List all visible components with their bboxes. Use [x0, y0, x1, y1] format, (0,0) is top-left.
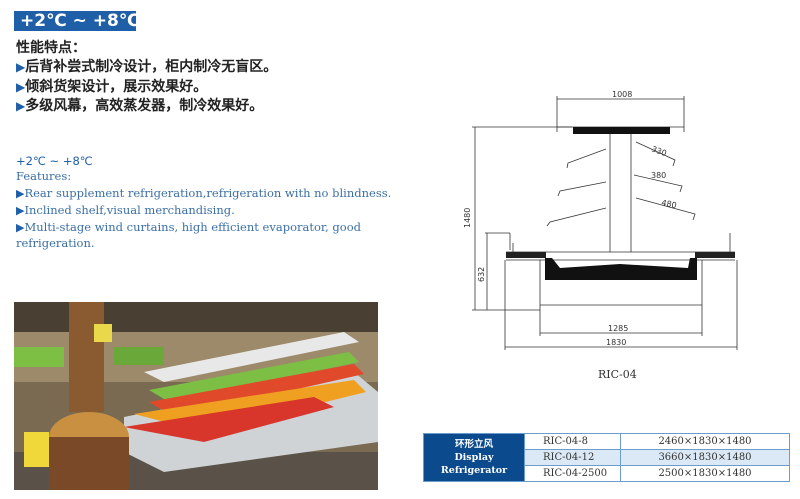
- feature-text: Multi-stage wind curtains, high efficien…: [24, 220, 362, 234]
- table-head: 环形立风 Display Refrigerator: [423, 433, 525, 482]
- dim-shelf1: 330: [650, 144, 667, 158]
- feature-text: 后背补尝式制冷设计，柜内制冷无盲区。: [25, 59, 278, 75]
- bullet-icon: ▶: [16, 60, 26, 74]
- dim-shelf3: 480: [661, 198, 678, 210]
- spec-table: 环形立风 Display Refrigerator RIC-04-8 2460×1…: [423, 433, 790, 482]
- table-row: 环形立风 Display Refrigerator RIC-04-8 2460×1…: [423, 433, 790, 482]
- bullet-icon: ▶: [16, 80, 26, 94]
- bullet-icon: ▶: [16, 204, 25, 217]
- bullet-icon: ▶: [16, 99, 26, 113]
- feature-en-3: ▶Multi-stage wind curtains, high efficie…: [16, 220, 361, 234]
- dim-width: 1830: [606, 338, 626, 347]
- dim-height: 1480: [463, 208, 472, 228]
- dim-base-height: 632: [477, 267, 486, 282]
- model-caption: RIC-04: [598, 368, 637, 381]
- feature-en-2: ▶Inclined shelf,visual merchandising.: [16, 203, 235, 217]
- model-cell: RIC-04-2500: [524, 465, 621, 482]
- table-row: RIC-04-12 3660×1830×1480: [424, 449, 790, 466]
- model-cell: RIC-04-8: [524, 433, 621, 450]
- dim-inner: 1285: [608, 324, 628, 333]
- dim-shelf2: 380: [651, 171, 666, 180]
- feature-text: 倾斜货架设计，展示效果好。: [25, 79, 208, 95]
- feature-en-3-cont: refrigeration.: [16, 236, 95, 250]
- model-cell: RIC-04-12: [524, 449, 621, 466]
- features-title-cn: 性能特点：: [16, 40, 86, 56]
- display-tub: [545, 258, 697, 280]
- temperature-en: +2℃ ~ +8℃: [16, 154, 93, 168]
- head-cn: 环形立风: [454, 439, 493, 450]
- feature-text: 多级风幕，高效蒸发器，制冷效果好。: [25, 98, 264, 114]
- feature-text: Inclined shelf,visual merchandising.: [24, 203, 235, 217]
- dim-top: 1008: [612, 90, 632, 99]
- bullet-icon: ▶: [16, 187, 25, 200]
- feature-text: Rear supplement refrigeration,refrigerat…: [24, 186, 392, 200]
- features-title-en: Features:: [16, 169, 72, 183]
- table-row: RIC-04-2500 2500×1830×1480: [424, 465, 790, 482]
- feature-cn-2: ▶倾斜货架设计，展示效果好。: [16, 76, 207, 96]
- feature-cn-1: ▶后背补尝式制冷设计，柜内制冷无盲区。: [16, 56, 277, 76]
- size-cell: 2460×1830×1480: [620, 433, 790, 450]
- bullet-icon: ▶: [16, 221, 25, 234]
- head-en: Display Refrigerator: [440, 452, 508, 476]
- size-cell: 2500×1830×1480: [620, 465, 790, 482]
- size-cell: 3660×1830×1480: [620, 449, 790, 466]
- top-canopy: [573, 127, 670, 134]
- product-photo: [14, 302, 378, 490]
- temperature-badge: +2℃ ~ +8℃: [14, 11, 139, 31]
- feature-en-1: ▶Rear supplement refrigeration,refrigera…: [16, 186, 391, 200]
- feature-cn-3: ▶多级风幕，高效蒸发器，制冷效果好。: [16, 95, 263, 115]
